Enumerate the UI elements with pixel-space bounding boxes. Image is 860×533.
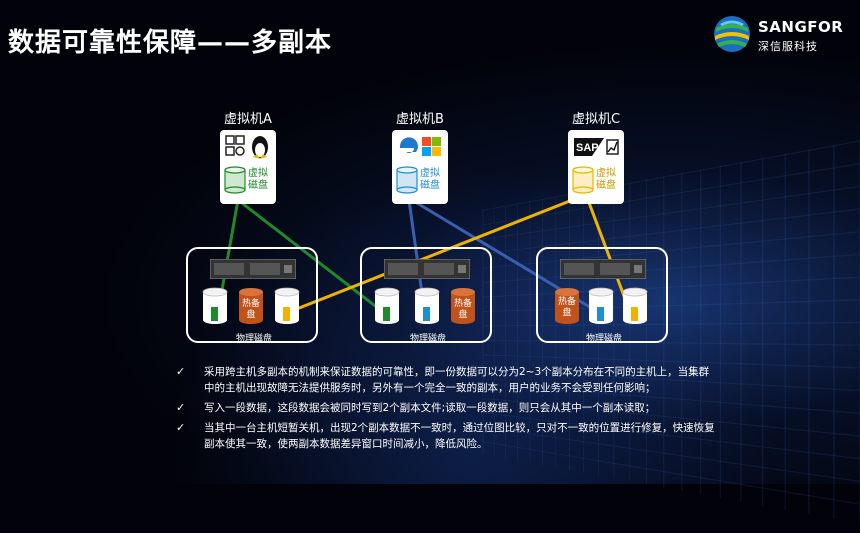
virtual-disk-icon <box>572 166 594 194</box>
vm-a-disk-label-2: 磁盘 <box>248 180 268 191</box>
virtual-disk-icon <box>396 166 418 194</box>
vm-c-disk-label-1: 虚拟 <box>596 168 616 179</box>
server-icon <box>384 259 470 279</box>
bullet-list: ✓ 采用跨主机多副本的机制来保证数据的可靠性，即一份数据可以分为2~3个副本分布… <box>176 364 716 456</box>
host-1: 热备 盘 物理磁盘 <box>186 247 318 344</box>
hot-spare-disk-icon <box>451 288 475 324</box>
vm-b-disk-label-2: 磁盘 <box>420 180 440 191</box>
vm-c-label: 虚拟机C <box>571 112 621 127</box>
physical-disk-icon <box>414 287 440 324</box>
check-icon: ✓ <box>176 365 186 378</box>
logo-cn-name: 深信服科技 <box>758 40 818 53</box>
vm-b-label: 虚拟机B <box>396 112 444 127</box>
bullet-text: 采用跨主机多副本的机制来保证数据的可靠性，即一份数据可以分为2~3个副本分布在不… <box>204 366 710 394</box>
hot-spare-disk-icon <box>239 288 263 324</box>
host-1-disk-label: 物理磁盘 <box>235 334 272 344</box>
sangfor-globe-icon <box>714 16 750 52</box>
vm-a-box: 虚拟 磁盘 <box>220 130 276 204</box>
hot-spare-label-2: 盘 <box>562 308 572 318</box>
check-icon: ✓ <box>176 401 186 414</box>
host-2: 热备 盘 物理磁盘 <box>360 247 492 344</box>
bullet-item: ✓ 采用跨主机多副本的机制来保证数据的可靠性，即一份数据可以分为2~3个副本分布… <box>176 364 716 396</box>
hot-spare-label-1: 热备 <box>453 299 472 309</box>
host-2-disk-label: 物理磁盘 <box>409 334 446 344</box>
bullet-text: 写入一段数据，这段数据会被同时写到2个副本文件;读取一段数据，则只会从其中一个副… <box>204 402 656 414</box>
vm-c-disk-label: 虚拟 磁盘 <box>596 168 620 192</box>
server-icon <box>560 259 646 279</box>
vm-b-disk-label: 虚拟 磁盘 <box>420 168 444 192</box>
sap-chart-icon: SAP <box>574 138 619 156</box>
edge-windows-icon <box>399 137 441 156</box>
vm-a-label: 虚拟机A <box>224 112 272 127</box>
app-grid-icon <box>225 135 268 159</box>
vm-a-disk-label-1: 虚拟 <box>248 168 268 179</box>
hot-spare-label-2: 盘 <box>246 310 256 320</box>
hot-spare-label-1: 热备 <box>557 297 576 307</box>
physical-disk-icon <box>588 287 614 324</box>
check-icon: ✓ <box>176 421 186 434</box>
physical-disk-icon <box>202 287 228 324</box>
physical-disk-icon <box>274 287 300 324</box>
svg-text:SAP: SAP <box>576 142 599 154</box>
hot-spare-label: 热备 盘 <box>450 299 476 321</box>
slide-title: 数据可靠性保障——多副本 <box>8 28 333 58</box>
virtual-disk-icon <box>224 166 246 194</box>
host-3: 热备 盘 物理磁盘 <box>536 247 668 344</box>
hot-spare-disk-icon <box>555 288 579 324</box>
hot-spare-label: 热备 盘 <box>554 297 580 319</box>
logo-brand: SANGFOR <box>758 18 844 36</box>
vm-b-box: 虚拟 磁盘 <box>392 130 448 204</box>
bullet-item: ✓ 写入一段数据，这段数据会被同时写到2个副本文件;读取一段数据，则只会从其中一… <box>176 400 716 416</box>
bullet-text: 当其中一台主机短暂关机，出现2个副本数据不一致时，通过位图比较，只对不一致的位置… <box>204 422 715 450</box>
host-3-disk-label: 物理磁盘 <box>585 334 622 344</box>
vm-c-box: SAP 虚拟 磁盘 <box>568 130 624 204</box>
vm-a-disk-label: 虚拟 磁盘 <box>248 168 272 192</box>
hot-spare-label-2: 盘 <box>458 310 468 320</box>
physical-disk-icon <box>374 287 400 324</box>
bullet-item: ✓ 当其中一台主机短暂关机，出现2个副本数据不一致时，通过位图比较，只对不一致的… <box>176 420 716 452</box>
vm-b-disk-label-1: 虚拟 <box>420 168 440 179</box>
sangfor-logo: SANGFOR 深信服科技 <box>712 14 852 58</box>
vm-c-disk-label-2: 磁盘 <box>596 180 616 191</box>
hot-spare-label: 热备 盘 <box>238 299 264 321</box>
physical-disk-icon <box>622 287 648 324</box>
server-icon <box>210 259 296 279</box>
hot-spare-label-1: 热备 <box>241 299 260 309</box>
